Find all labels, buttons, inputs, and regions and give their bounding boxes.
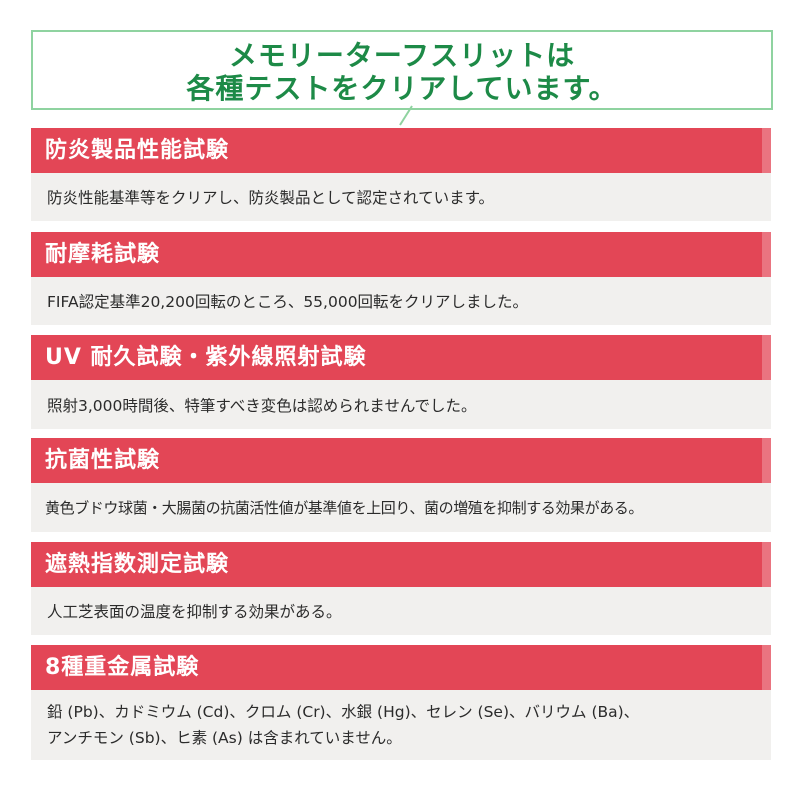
test-description: 照射3,000時間後、特筆すべき変色は認められませんでした。 xyxy=(47,396,477,415)
test-title: 8種重金属試験 xyxy=(45,655,200,680)
test-section-body: FIFA認定基準20,200回転のところ、55,000回転をクリアしました。 xyxy=(31,277,771,325)
test-description: 防炎性能基準等をクリアし、防炎製品として認定されています。 xyxy=(47,189,495,207)
test-section-heavy-metals: 8種重金属試験 鉛 (Pb)、カドミウム (Cd)、クロム (Cr)、水銀 (H… xyxy=(31,645,771,760)
header-edge-strip xyxy=(762,128,771,173)
test-section-header: 抗菌性試験 xyxy=(31,438,771,483)
headline-callout: メモリーターフスリットは 各種テストをクリアしています。 xyxy=(31,30,773,110)
test-description: FIFA認定基準20,200回転のところ、55,000回転をクリアしました。 xyxy=(47,293,529,311)
test-section-body: 防炎性能基準等をクリアし、防炎製品として認定されています。 xyxy=(31,173,771,221)
test-description-line-2: アンチモン (Sb)、ヒ素 (As) は含まれていません。 xyxy=(47,729,402,747)
test-description: 黄色ブドウ球菌・大腸菌の抗菌活性値が基準値を上回り、菌の増殖を抑制する効果がある… xyxy=(45,499,644,517)
test-section-uv-durability: UV 耐久試験・紫外線照射試験 照射3,000時間後、特筆すべき変色は認められま… xyxy=(31,335,771,429)
header-edge-strip xyxy=(762,645,771,690)
test-title: UV 耐久試験・紫外線照射試験 xyxy=(45,345,367,370)
test-title: 耐摩耗試験 xyxy=(45,242,161,267)
test-section-antibacterial: 抗菌性試験 黄色ブドウ球菌・大腸菌の抗菌活性値が基準値を上回り、菌の増殖を抑制す… xyxy=(31,438,771,532)
test-description-line-1: 鉛 (Pb)、カドミウム (Cd)、クロム (Cr)、水銀 (Hg)、セレン (… xyxy=(47,703,640,721)
test-title: 防炎製品性能試験 xyxy=(45,138,230,163)
test-section-header: 耐摩耗試験 xyxy=(31,232,771,277)
test-section-abrasion: 耐摩耗試験 FIFA認定基準20,200回転のところ、55,000回転をクリアし… xyxy=(31,232,771,325)
test-section-body: 人工芝表面の温度を抑制する効果がある。 xyxy=(31,587,771,635)
callout-tail-icon xyxy=(398,105,414,126)
test-section-header: UV 耐久試験・紫外線照射試験 xyxy=(31,335,771,380)
test-section-header: 防炎製品性能試験 xyxy=(31,128,771,173)
test-section-fire-retardant: 防炎製品性能試験 防炎性能基準等をクリアし、防炎製品として認定されています。 xyxy=(31,128,771,221)
test-section-body: 照射3,000時間後、特筆すべき変色は認められませんでした。 xyxy=(31,380,771,429)
header-edge-strip xyxy=(762,232,771,277)
test-title: 遮熱指数測定試験 xyxy=(45,552,230,577)
headline-line-2: 各種テストをクリアしています。 xyxy=(186,72,618,105)
header-edge-strip xyxy=(762,542,771,587)
test-section-header: 8種重金属試験 xyxy=(31,645,771,690)
header-edge-strip xyxy=(762,438,771,483)
test-section-body: 鉛 (Pb)、カドミウム (Cd)、クロム (Cr)、水銀 (Hg)、セレン (… xyxy=(31,690,771,760)
headline-line-1: メモリーターフスリットは xyxy=(228,39,576,72)
test-description: 人工芝表面の温度を抑制する効果がある。 xyxy=(47,603,342,621)
headline-title: メモリーターフスリットは 各種テストをクリアしています。 xyxy=(33,32,771,105)
test-section-body: 黄色ブドウ球菌・大腸菌の抗菌活性値が基準値を上回り、菌の増殖を抑制する効果がある… xyxy=(31,483,771,532)
test-section-header: 遮熱指数測定試験 xyxy=(31,542,771,587)
test-title: 抗菌性試験 xyxy=(45,448,161,473)
test-section-heat-shield: 遮熱指数測定試験 人工芝表面の温度を抑制する効果がある。 xyxy=(31,542,771,635)
header-edge-strip xyxy=(762,335,771,380)
